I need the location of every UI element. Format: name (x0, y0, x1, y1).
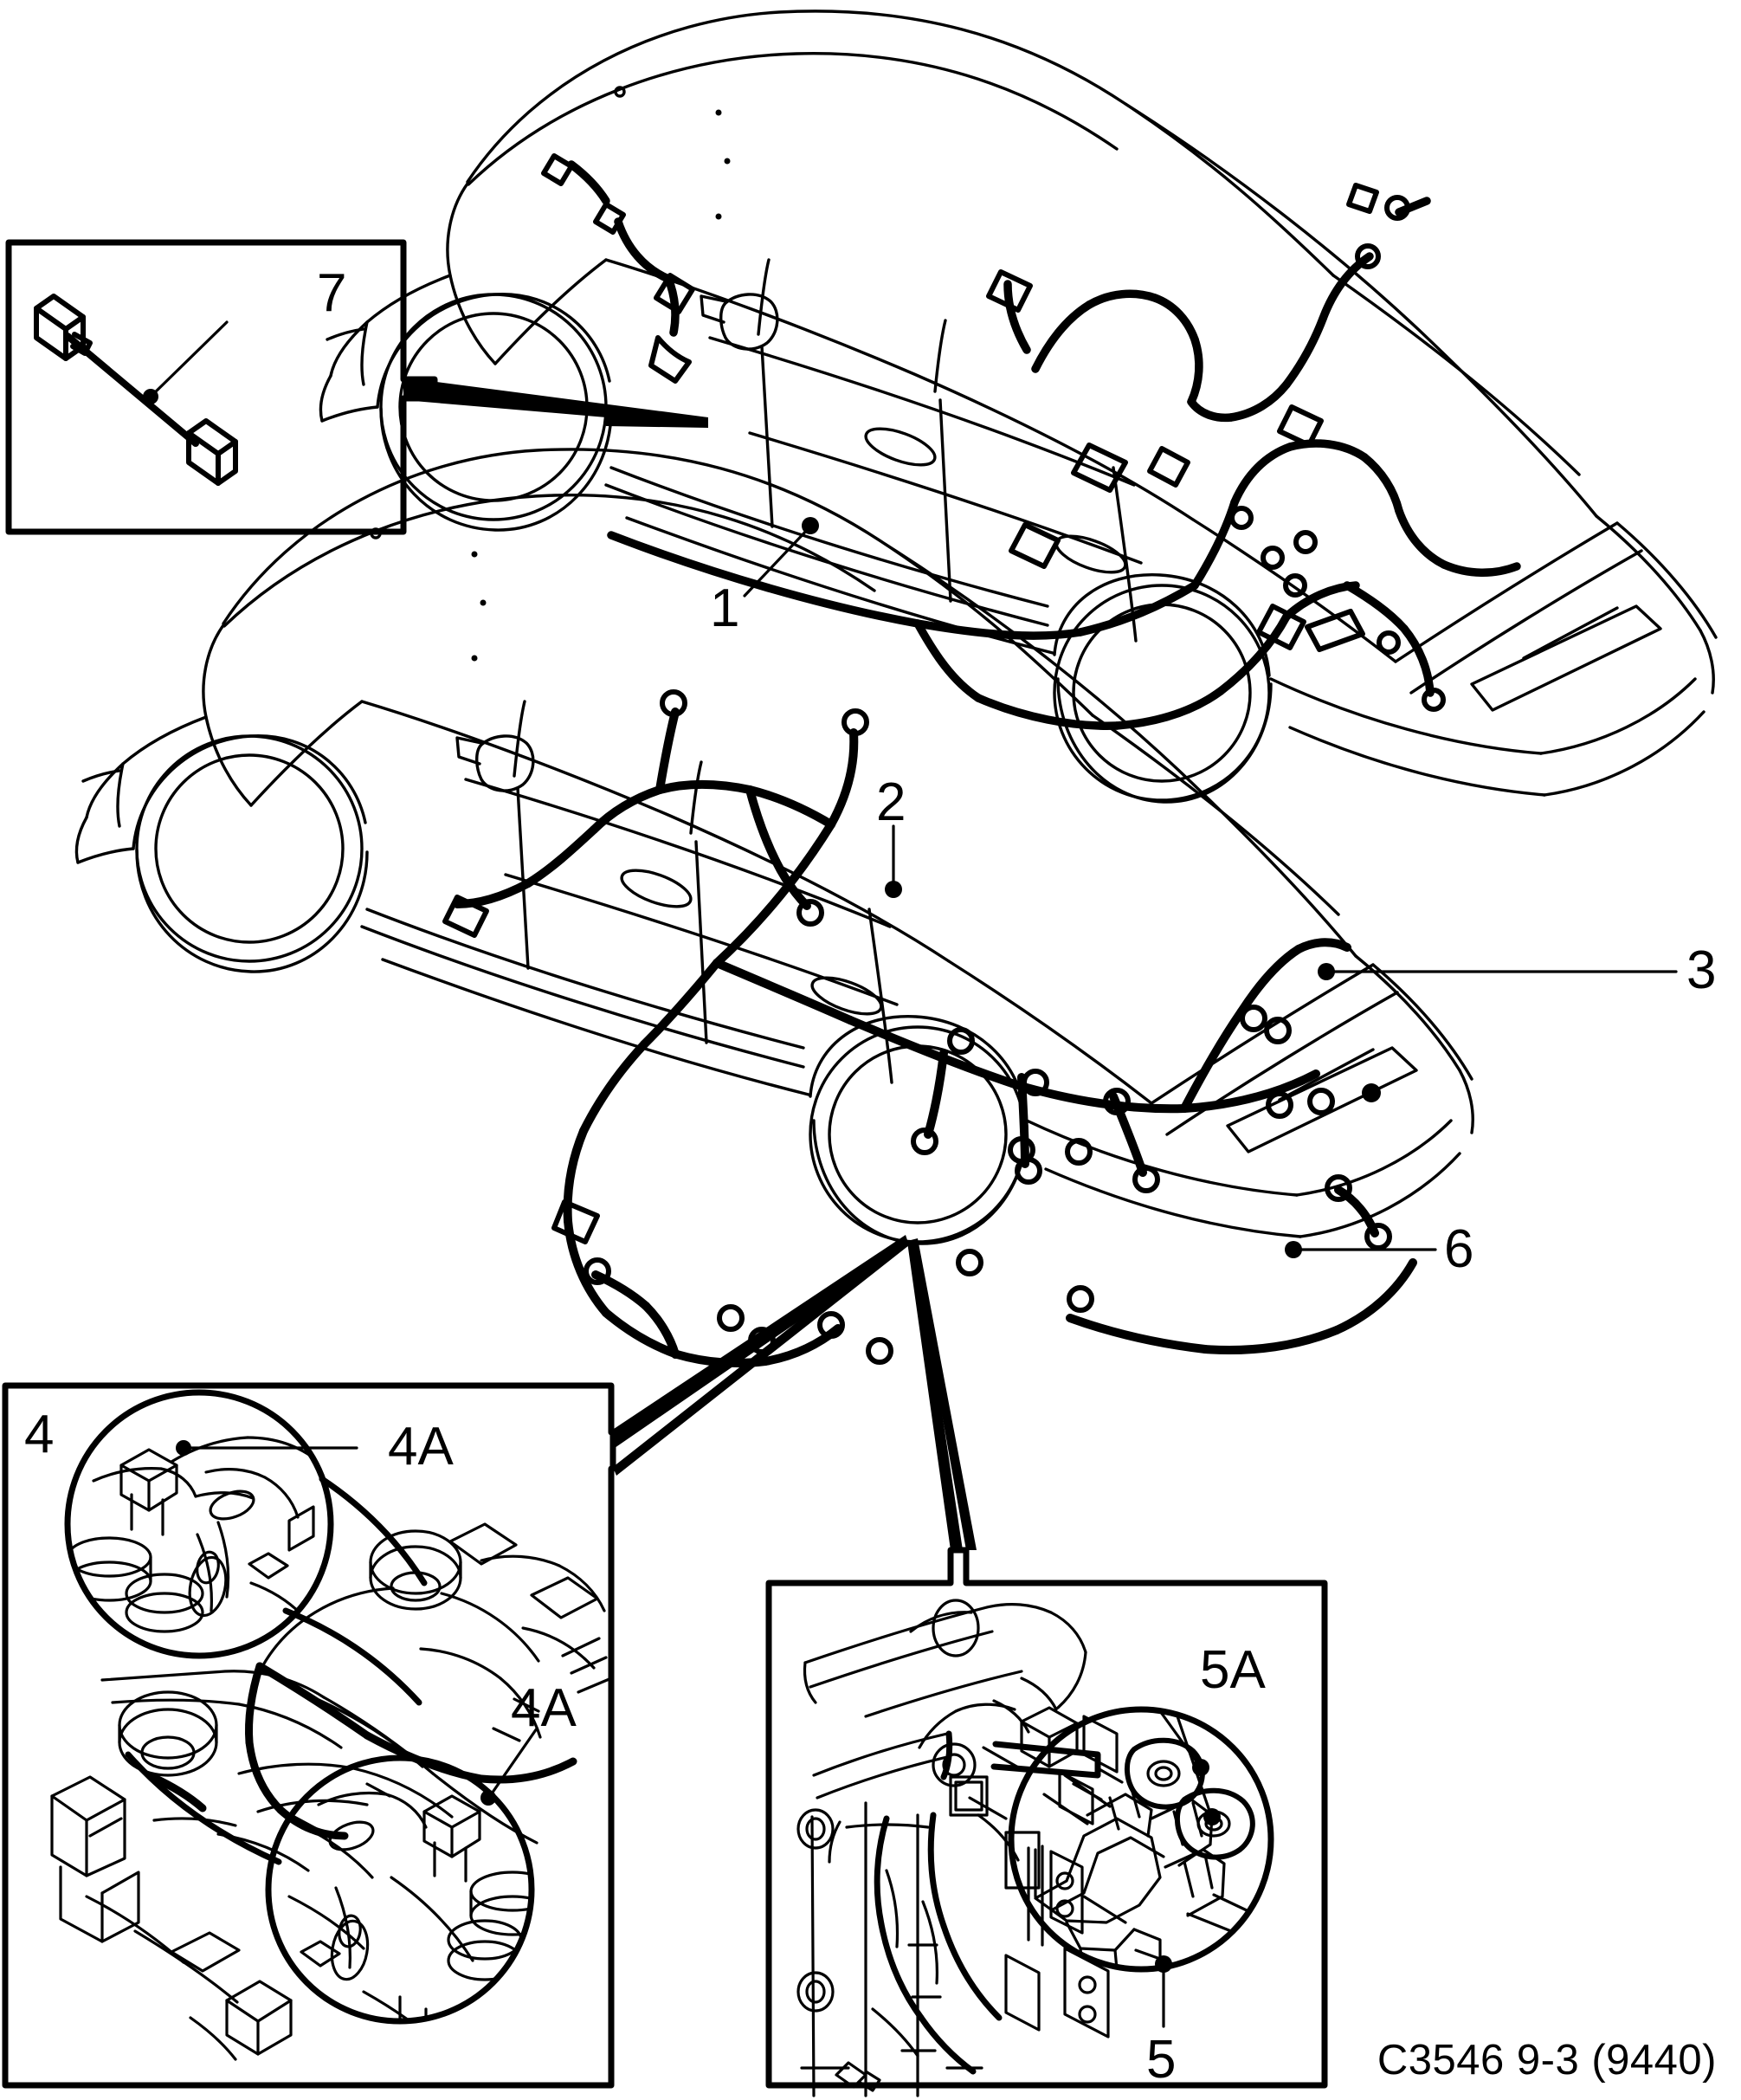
inset-7-pointer (403, 378, 708, 428)
callout-7-leader (151, 320, 229, 397)
callout-5A-dot-2 (1203, 1808, 1221, 1825)
part-7-connector-left (34, 294, 93, 361)
callout-6-dot (1285, 1241, 1302, 1258)
part-7-connector-right (186, 418, 238, 486)
callout-label-5A: 5A (1200, 1640, 1266, 1700)
part-7-cable (64, 333, 199, 447)
callout-2-dot (885, 881, 902, 898)
inset-4-detail-lower-content (287, 1791, 530, 2019)
callout-label-5: 5 (1146, 2030, 1177, 2090)
inset-5-detail-content (1034, 1737, 1255, 1968)
inset-4-detail-circle-upper (64, 1389, 334, 1659)
lower-car-harness (453, 708, 1417, 1367)
inset-4-detail-upper-connector (282, 1476, 428, 1706)
callout-label-2: 2 (876, 772, 906, 832)
callout-label-4: 4 (24, 1405, 55, 1464)
callout-5A-dot-1 (1192, 1759, 1209, 1776)
callout-label-4A-lower: 4A (511, 1678, 577, 1738)
inset-4-detail-circle-lower (265, 1754, 535, 2025)
inset-4-pointer (611, 1235, 909, 1476)
callout-label-1: 1 (710, 578, 740, 638)
callout-4A-upper-dot (176, 1440, 191, 1456)
callout-4A-lower-leader (488, 1727, 538, 1798)
callout-label-4A-upper: 4A (388, 1417, 454, 1476)
callout-7-dot (143, 389, 158, 404)
inset-4-detail-upper-content (69, 1436, 320, 1654)
callout-label-7: 7 (317, 263, 347, 323)
figure-caption: C3546 9-3 (9440) (1377, 2037, 1717, 2084)
inset-5-pointer (907, 1238, 977, 1550)
inset-4-detail-lower-connector (125, 1751, 282, 1865)
upper-car-harness (567, 160, 1521, 730)
callout-3-dot (1318, 963, 1335, 980)
upper-car-harness-detail (541, 153, 1446, 712)
inset-5-harness (874, 1730, 1003, 2075)
callout-label-3: 3 (1686, 940, 1717, 1000)
callout-1-leader (743, 526, 811, 598)
callout-label-6: 6 (1444, 1219, 1474, 1279)
inset-4-box (2, 1382, 616, 2089)
inset-5-content (796, 1599, 1119, 2097)
callout-1-dot (802, 517, 819, 534)
lower-car-harness-nodes (442, 689, 1392, 1365)
inset-5-detail-circle (1008, 1706, 1274, 1973)
lower-car-body (74, 448, 1474, 1245)
callout-4A-lower-dot (480, 1790, 496, 1806)
callout-5-dot (1155, 1955, 1172, 1973)
inset-5-box (765, 1547, 1328, 2089)
